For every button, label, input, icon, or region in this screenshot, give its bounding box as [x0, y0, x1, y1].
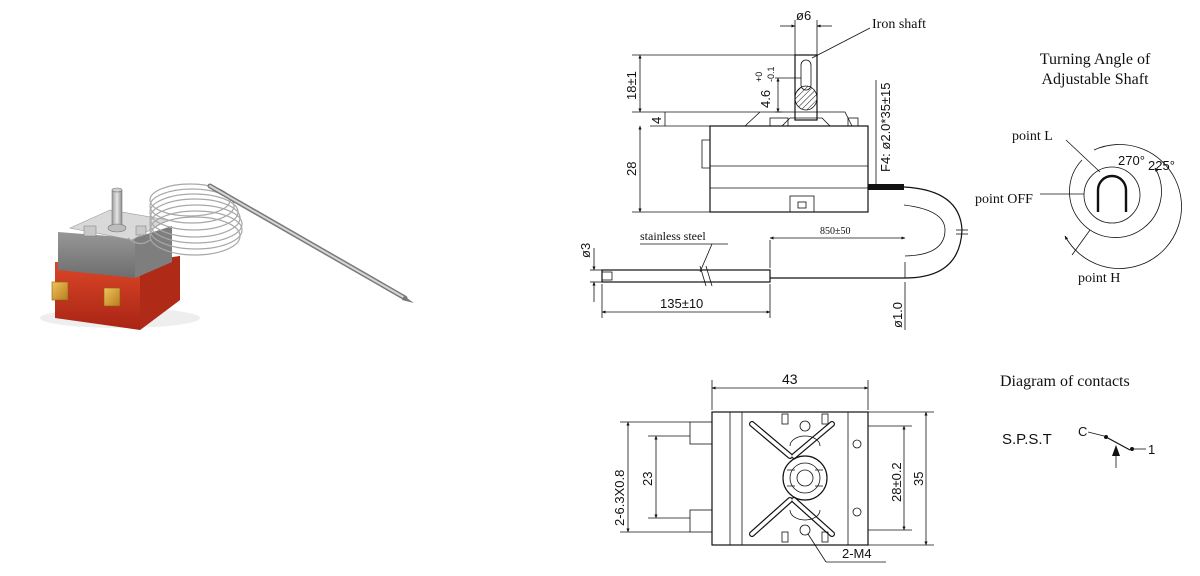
dim-4-6: 4.6 — [758, 90, 773, 108]
shaft-base — [781, 117, 831, 127]
arc-270 — [1069, 159, 1162, 238]
shaft-d-profile — [1096, 174, 1128, 212]
angle-title-line1: Turning Angle of — [1040, 51, 1151, 68]
contact-1-node — [1130, 447, 1134, 451]
terminal-bottom — [689, 509, 713, 533]
top-screw-left — [769, 117, 789, 127]
bottom-view-drawing: 43 2-6.3X0.8 23 28±0.2 35 2-M4 — [612, 371, 934, 563]
terminal-top — [689, 421, 713, 445]
bulb-outline — [601, 269, 771, 283]
capillary-diameter: ø1.0 — [890, 302, 905, 328]
bulb-diameter: ø3 — [578, 243, 593, 258]
capillary-coil — [127, 183, 243, 256]
capillary-sleeve — [868, 184, 904, 190]
stainless-steel-label: stainless steel — [640, 229, 706, 243]
shaft-hatch — [794, 85, 818, 111]
point-h-label: point H — [1078, 271, 1120, 286]
contact-1-label: 1 — [1148, 442, 1155, 457]
dim-23: 23 — [640, 472, 655, 486]
dim-4-6-tol-lower: -0.1 — [766, 66, 776, 82]
shaft-flat — [800, 59, 812, 91]
bulb-length: 135±10 — [660, 296, 703, 311]
dim-4: 4 — [649, 117, 664, 124]
sensing-bulb — [207, 183, 414, 303]
side-view-drawing: ø6 Iron shaft 18±1 4.6 +0 -0.1 4 28 F4: … — [578, 8, 968, 330]
angle-title-line2: Adjustable Shaft — [1041, 71, 1149, 88]
contact-blade — [1105, 436, 1131, 451]
bottom-body — [711, 411, 869, 546]
contact-c-label: C — [1078, 424, 1087, 439]
top-screw-right — [847, 117, 859, 127]
point-l-label: point L — [1012, 129, 1053, 144]
iron-shaft-label: Iron shaft — [872, 17, 926, 32]
dim-screws: 2-M4 — [842, 546, 872, 561]
bulb-break-2 — [705, 265, 713, 287]
product-photo — [40, 183, 414, 330]
dim-28-02: 28±0.2 — [889, 462, 904, 502]
bulb-tip — [601, 271, 613, 281]
angle-270-label: 270° — [1118, 153, 1145, 168]
dim-35: 35 — [911, 472, 926, 486]
contact-c-wire — [1087, 431, 1105, 437]
body-outline — [709, 125, 869, 213]
screw-hole-top — [799, 420, 811, 432]
actuator-arrowhead — [1112, 445, 1120, 456]
adjustable-shaft — [107, 187, 127, 233]
shaft-outline — [794, 54, 818, 121]
body-slot-inner — [797, 201, 807, 209]
angle-225-label: 225° — [1148, 158, 1175, 173]
f4-spec-label: F4: ø2.0*35±15 — [878, 82, 893, 172]
left-clip — [701, 139, 710, 169]
dim-4-6-tol-upper: +0 — [754, 72, 764, 82]
dim-18: 18±1 — [624, 71, 639, 100]
screw-hole-bottom — [799, 524, 811, 536]
capillary-inner — [903, 204, 946, 257]
thermostat-housing — [58, 226, 172, 278]
dim-terminals: 2-6.3X0.8 — [612, 470, 627, 526]
contacts-type: S.P.S.T — [1002, 431, 1052, 448]
top-bracket — [744, 111, 853, 127]
capillary-length: 850±50 — [820, 226, 851, 237]
angle-circle-outer — [1083, 166, 1141, 224]
arc-225 — [1064, 144, 1182, 269]
turning-angle-diagram: Turning Angle of Adjustable Shaft point … — [975, 51, 1182, 286]
contacts-title: Diagram of contacts — [1000, 373, 1130, 390]
gold-terminals — [51, 281, 121, 307]
point-off-label: point OFF — [975, 192, 1033, 207]
dim-width-43: 43 — [782, 371, 798, 387]
center-boss — [782, 455, 828, 501]
dim-shaft-dia: ø6 — [796, 8, 811, 23]
contacts-diagram: Diagram of contacts S.P.S.T C 1 — [1000, 373, 1155, 468]
dim-28: 28 — [624, 162, 639, 176]
body-slot — [789, 195, 815, 213]
capillary-line — [770, 186, 963, 279]
